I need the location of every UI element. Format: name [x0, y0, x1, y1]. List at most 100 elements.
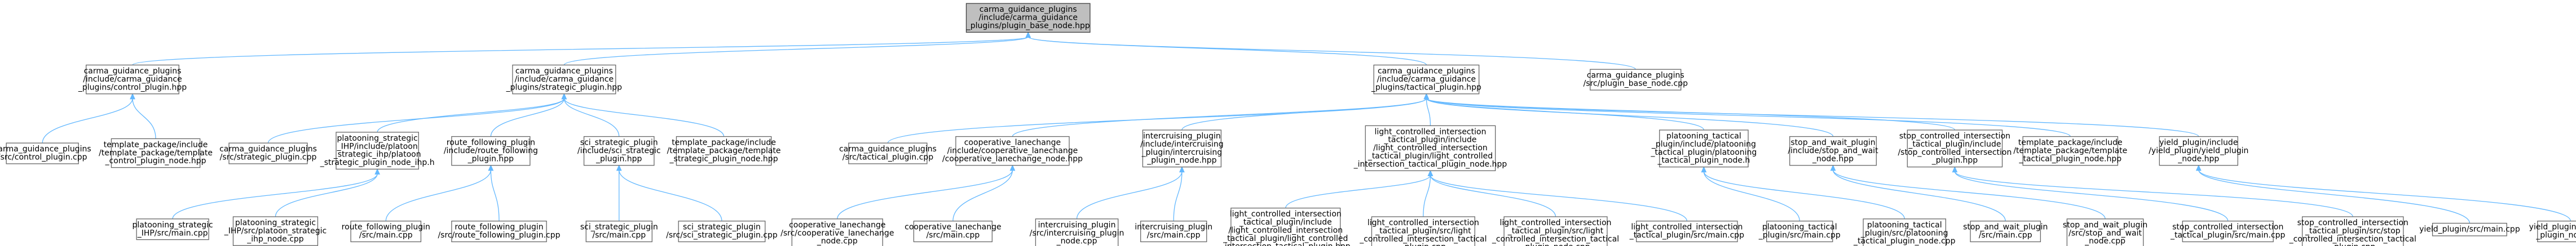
graph-node-platoon-strategic-main[interactable]: platooning_strategic_IHP/src/main.cpp [133, 218, 213, 240]
graph-node-plugin-base-cpp[interactable]: carma_guidance_plugins/src/plugin_base_n… [1583, 69, 1688, 91]
node-box[interactable] [583, 136, 655, 166]
node-box[interactable] [228, 142, 308, 164]
node-box[interactable] [1230, 207, 1341, 246]
node-box[interactable] [965, 3, 1091, 33]
node-box[interactable] [451, 221, 547, 243]
node-box[interactable] [6, 142, 79, 164]
graph-node-lci-main[interactable]: light_controlled_intersection_tactical_p… [1629, 221, 1744, 243]
node-label-line: /src/main.cpp [359, 231, 413, 240]
node-box[interactable] [1590, 69, 1682, 91]
node-box[interactable] [913, 221, 993, 243]
graph-node-stop-ci-plugin-cpp[interactable]: stop_controlled_intersection_tactical_pl… [2289, 216, 2416, 246]
node-box[interactable] [1766, 221, 1833, 243]
node-label-line: platooning_tactical [1762, 223, 1837, 232]
node-box[interactable] [136, 218, 209, 240]
node-box[interactable] [451, 136, 531, 166]
node-box[interactable] [1142, 129, 1222, 168]
node-box[interactable] [1659, 129, 1749, 168]
node-box[interactable] [350, 221, 422, 243]
node-box[interactable] [1035, 218, 1119, 246]
graph-node-stop-and-wait-node-cpp[interactable]: stop_and_wait_plugin/src/stop_and_wait_n… [2063, 218, 2147, 246]
graph-node-tpl-tactical-hpp[interactable]: template_package/include/template_packag… [2013, 136, 2127, 166]
node-box[interactable] [2537, 221, 2576, 243]
node-box[interactable] [1371, 216, 1475, 246]
graph-node-root[interactable]: carma_guidance_plugins/include/carma_gui… [965, 3, 1091, 33]
graph-node-yield-main[interactable]: yield_plugin/src/main.cpp [2419, 222, 2520, 236]
node-box[interactable] [336, 132, 419, 170]
node-box[interactable] [512, 64, 616, 95]
graph-node-yield-hpp[interactable]: yield_plugin/include/yield_plugin/yield_… [2149, 136, 2248, 166]
node-box[interactable] [848, 142, 928, 164]
graph-node-tpl-control-hpp[interactable]: template_package/include/template_packag… [99, 138, 213, 168]
graph-node-strategic-cpp[interactable]: carma_guidance_plugins/src/strategic_plu… [219, 142, 317, 164]
graph-node-coop-lc-hpp[interactable]: cooperative_lanechange/include/cooperati… [942, 136, 1083, 166]
node-box[interactable] [2066, 218, 2144, 246]
graph-node-platoon-tactical-main[interactable]: platooning_tactical_plugin/src/main.cpp [1758, 221, 1841, 243]
graph-node-platoon-tactical-node-cpp[interactable]: platooning_tactical_plugin/src/platoonin… [1853, 218, 1956, 246]
graph-node-tactical-hpp[interactable]: carma_guidance_plugins/include/carma_gui… [1371, 64, 1481, 95]
node-box[interactable] [2182, 221, 2274, 243]
node-box[interactable] [1970, 221, 2041, 243]
node-box[interactable] [585, 221, 652, 243]
graph-node-sci-strategic-hpp[interactable]: sci_strategic_plugin/include/sci_strateg… [577, 136, 661, 166]
node-box[interactable] [111, 138, 201, 168]
node-box[interactable] [955, 136, 1070, 166]
node-label-line: template_package/include [2018, 138, 2123, 147]
node-box[interactable] [1140, 221, 1207, 243]
node-label-line: _node.hpp [2177, 154, 2219, 163]
graph-node-yield-node-cpp[interactable]: yield_plugin/src/yield_plugin_node.cpp [2529, 221, 2576, 243]
graph-node-lci-src-tactical-cpp[interactable]: light_controlled_intersection_tactical_p… [1359, 216, 1487, 246]
node-label-line: _tactical_plugin/src/main.cpp [2170, 231, 2285, 240]
node-box[interactable] [1863, 218, 1947, 246]
node-box[interactable] [2432, 222, 2507, 236]
node-box[interactable] [232, 216, 319, 246]
node-label-line: /src/plugin_base_node.cpp [1583, 79, 1688, 88]
dependency-edge [132, 98, 156, 139]
dependency-edge [1703, 171, 1800, 221]
graph-node-tpl-strategic-hpp[interactable]: template_package/include/template_packag… [667, 136, 781, 166]
edge-arrowhead [1009, 164, 1016, 171]
graph-node-lci-tactical-hpp[interactable]: light_controlled_intersection_tactical_p… [1353, 125, 1507, 171]
graph-node-lci-src-node-cpp[interactable]: light_controlled_intersection_tactical_p… [1492, 216, 1619, 246]
graph-node-stop-ci-hpp[interactable]: stop_controlled_intersection_tactical_pl… [1898, 129, 2012, 168]
dependency-edge [1430, 175, 1688, 221]
node-box[interactable] [1907, 129, 2003, 168]
node-box[interactable] [791, 218, 883, 246]
graph-node-route-following-plugin-cpp[interactable]: route_following_plugin/src/route_followi… [438, 221, 561, 243]
graph-node-strategic-hpp[interactable]: carma_guidance_plugins/include/carma_gui… [506, 64, 623, 95]
node-box[interactable] [1636, 221, 1738, 243]
graph-node-intercruise-node-cpp[interactable]: intercruising_plugin/src/intercruising_p… [1030, 218, 1124, 246]
node-box[interactable] [1503, 216, 1608, 246]
graph-node-platoon-tactical-hpp[interactable]: platooning_tactical_plugin/include/plato… [1650, 129, 1757, 168]
graph-node-route-following-hpp[interactable]: route_following_plugin/include/route_fol… [444, 136, 538, 166]
node-box[interactable] [1365, 125, 1496, 171]
graph-node-control-cpp[interactable]: carma_guidance_plugins/src/control_plugi… [0, 142, 91, 164]
graph-node-lci-include-hpp[interactable]: light_controlled_intersection_tactical_p… [1220, 207, 1351, 246]
graph-node-sci-main[interactable]: sci_strategic_plugin/src/main.cpp [580, 221, 658, 243]
graph-node-intercruise-hpp[interactable]: intercruising_plugin/include/intercruisi… [1140, 129, 1224, 168]
node-box[interactable] [2301, 216, 2404, 246]
graph-node-route-following-main[interactable]: route_following_plugin/src/main.cpp [342, 221, 430, 243]
node-label-line: /light_controlled_intersection [1373, 144, 1488, 153]
node-box[interactable] [678, 221, 766, 243]
graph-node-control-hpp[interactable]: carma_guidance_plugins/include/carma_gui… [78, 64, 187, 95]
node-box[interactable] [86, 64, 179, 95]
graph-node-intercruise-main[interactable]: intercruising_plugin/src/main.cpp [1135, 221, 1212, 243]
graph-node-sci-plugin-cpp[interactable]: sci_strategic_plugin/src/sci_strategic_p… [666, 221, 778, 243]
graph-node-platooning-strategic-hpp[interactable]: platooning_strategic_IHP/include/platoon… [320, 132, 435, 170]
graph-node-stop-ci-main[interactable]: stop_controlled_intersection_tactical_pl… [2170, 221, 2286, 243]
node-label-line: carma_guidance_plugins [515, 67, 613, 76]
graph-node-tactical-cpp[interactable]: carma_guidance_plugins/src/tactical_plug… [839, 142, 937, 164]
node-box[interactable] [2022, 136, 2119, 166]
node-box[interactable] [1373, 64, 1480, 95]
node-label-line: platooning_strategic [337, 134, 418, 143]
graph-node-stop-and-wait-main[interactable]: stop_and_wait_plugin/src/main.cpp [1963, 221, 2048, 243]
edge-arrowhead [561, 93, 567, 100]
node-box[interactable] [1789, 136, 1877, 166]
graph-node-coop-lc-main[interactable]: cooperative_lanechange/src/cooperative_l… [780, 218, 894, 246]
node-box[interactable] [2159, 136, 2238, 166]
graph-node-stop-and-wait-hpp[interactable]: stop_and_wait_plugin/include/stop_and_wa… [1788, 136, 1878, 166]
graph-node-platoon-strategic-node-cpp[interactable]: platooning_strategic_IHP/src/platoon_str… [224, 216, 327, 246]
node-box[interactable] [676, 136, 772, 166]
graph-node-coop-lc-main2[interactable]: cooperative_lanechange/src/main.cpp [905, 221, 1002, 243]
